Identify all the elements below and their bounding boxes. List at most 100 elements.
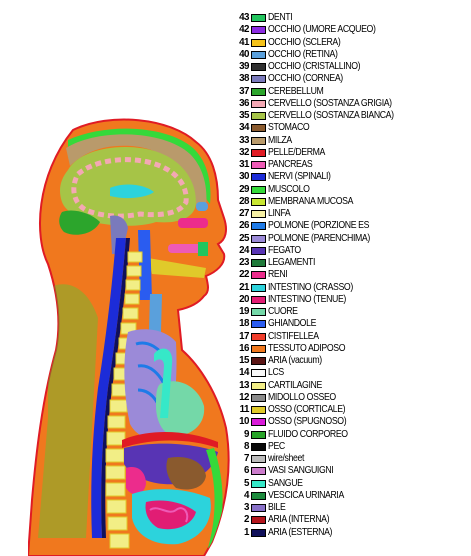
- legend-index: 4: [229, 490, 249, 502]
- legend-index: 5: [229, 478, 249, 490]
- legend-item: 7 wire/sheet: [229, 453, 311, 465]
- legend-index: 8: [229, 441, 249, 453]
- legend-label: MUSCOLO: [268, 184, 309, 196]
- legend-item: 11 OSSO (CORTICALE): [229, 404, 360, 416]
- legend-label: LCS: [268, 367, 284, 379]
- legend-swatch: [251, 51, 266, 59]
- legend-label: INTESTINO (CRASSO): [268, 282, 353, 294]
- legend-label: NERVI (SPINALI): [268, 171, 331, 183]
- legend-swatch: [251, 455, 266, 463]
- legend-swatch: [251, 149, 266, 157]
- legend-index: 31: [229, 159, 249, 171]
- legend-label: VESCICA URINARIA: [268, 490, 344, 502]
- legend-index: 10: [229, 416, 249, 428]
- legend-label: INTESTINO (TENUE): [268, 294, 346, 306]
- legend-swatch: [251, 112, 266, 120]
- legend-item: 15 ARIA (vacuum): [229, 355, 332, 367]
- legend-item: 1ARIA (ESTERNA): [229, 527, 344, 539]
- legend-swatch: [251, 504, 266, 512]
- legend-item: 29MUSCOLO: [229, 184, 317, 196]
- legend-index: 26: [229, 220, 249, 232]
- legend-label: CEREBELLUM: [268, 86, 323, 98]
- legend-index: 24: [229, 245, 249, 257]
- legend-swatch: [251, 186, 266, 194]
- legend-label: OSSO (CORTICALE): [268, 404, 345, 416]
- legend-item: 5 SANGUE: [229, 478, 309, 490]
- legend-index: 13: [229, 380, 249, 392]
- legend-index: 32: [229, 147, 249, 159]
- teeth: [198, 242, 208, 256]
- legend-swatch: [251, 235, 266, 243]
- legend-label: RENI: [268, 269, 287, 281]
- legend-swatch: [251, 369, 266, 377]
- legend-index: 7: [229, 453, 249, 465]
- legend-index: 23: [229, 257, 249, 269]
- legend-item: 9 FLUIDO CORPOREO: [229, 429, 363, 441]
- legend-item: 6VASI SANGUIGNI: [229, 465, 346, 477]
- legend-index: 34: [229, 122, 249, 134]
- legend-index: 22: [229, 269, 249, 281]
- legend-swatch: [251, 26, 266, 34]
- legend-swatch: [251, 259, 266, 267]
- legend-label: OCCHIO (SCLERA): [268, 37, 340, 49]
- legend-swatch: [251, 14, 266, 22]
- legend-swatch: [251, 247, 266, 255]
- legend-label: OCCHIO (CRISTALLINO): [268, 61, 360, 73]
- legend-label: ARIA (INTERNA): [268, 514, 329, 526]
- legend-label: LEGAMENTI: [268, 257, 315, 269]
- legend-swatch: [251, 137, 266, 145]
- legend-label: FLUIDO CORPOREO: [268, 429, 348, 441]
- legend-item: 4 VESCICA URINARIA: [229, 490, 358, 502]
- legend-swatch: [251, 418, 266, 426]
- legend-index: 15: [229, 355, 249, 367]
- legend-index: 3: [229, 502, 249, 514]
- legend-label: OCCHIO (CORNEA): [268, 73, 343, 85]
- legend-label: PANCREAS: [268, 159, 312, 171]
- legend-swatch: [251, 210, 266, 218]
- legend-index: 18: [229, 318, 249, 330]
- legend-label: CERVELLO (SOSTANZA BIANCA): [268, 110, 394, 122]
- legend-item: 21 INTESTINO (CRASSO): [229, 282, 369, 294]
- eye: [196, 202, 208, 211]
- legend-label: SANGUE: [268, 478, 303, 490]
- legend-index: 11: [229, 404, 249, 416]
- legend-index: 19: [229, 306, 249, 318]
- legend-swatch: [251, 320, 266, 328]
- legend-item: 13 CARTILAGINE: [229, 380, 332, 392]
- legend-label: wire/sheet: [268, 453, 304, 465]
- legend-swatch: [251, 100, 266, 108]
- legend-label: ARIA (vacuum): [268, 355, 322, 367]
- legend-swatch: [251, 480, 266, 488]
- legend-index: 38: [229, 73, 249, 85]
- legend-label: FEGATO: [268, 245, 301, 257]
- legend-swatch: [251, 467, 266, 475]
- legend-label: CUORE: [268, 306, 298, 318]
- legend-swatch: [251, 63, 266, 71]
- legend-item: 24 FEGATO: [229, 245, 307, 257]
- legend-item: 3BILE: [229, 502, 289, 514]
- legend-index: 43: [229, 12, 249, 24]
- legend-swatch: [251, 333, 266, 341]
- legend-swatch: [251, 271, 266, 279]
- sagittal-body-section: [28, 118, 240, 556]
- legend-index: 6: [229, 465, 249, 477]
- legend-index: 21: [229, 282, 249, 294]
- legend-label: STOMACO: [268, 122, 309, 134]
- legend-label: CARTILAGINE: [268, 380, 322, 392]
- legend-index: 37: [229, 86, 249, 98]
- legend-index: 30: [229, 171, 249, 183]
- legend-index: 9: [229, 429, 249, 441]
- legend-swatch: [251, 161, 266, 169]
- legend-label: CERVELLO (SOSTANZA GRIGIA): [268, 98, 392, 110]
- legend-item: 20INTESTINO (TENUE): [229, 294, 361, 306]
- legend-swatch: [251, 357, 266, 365]
